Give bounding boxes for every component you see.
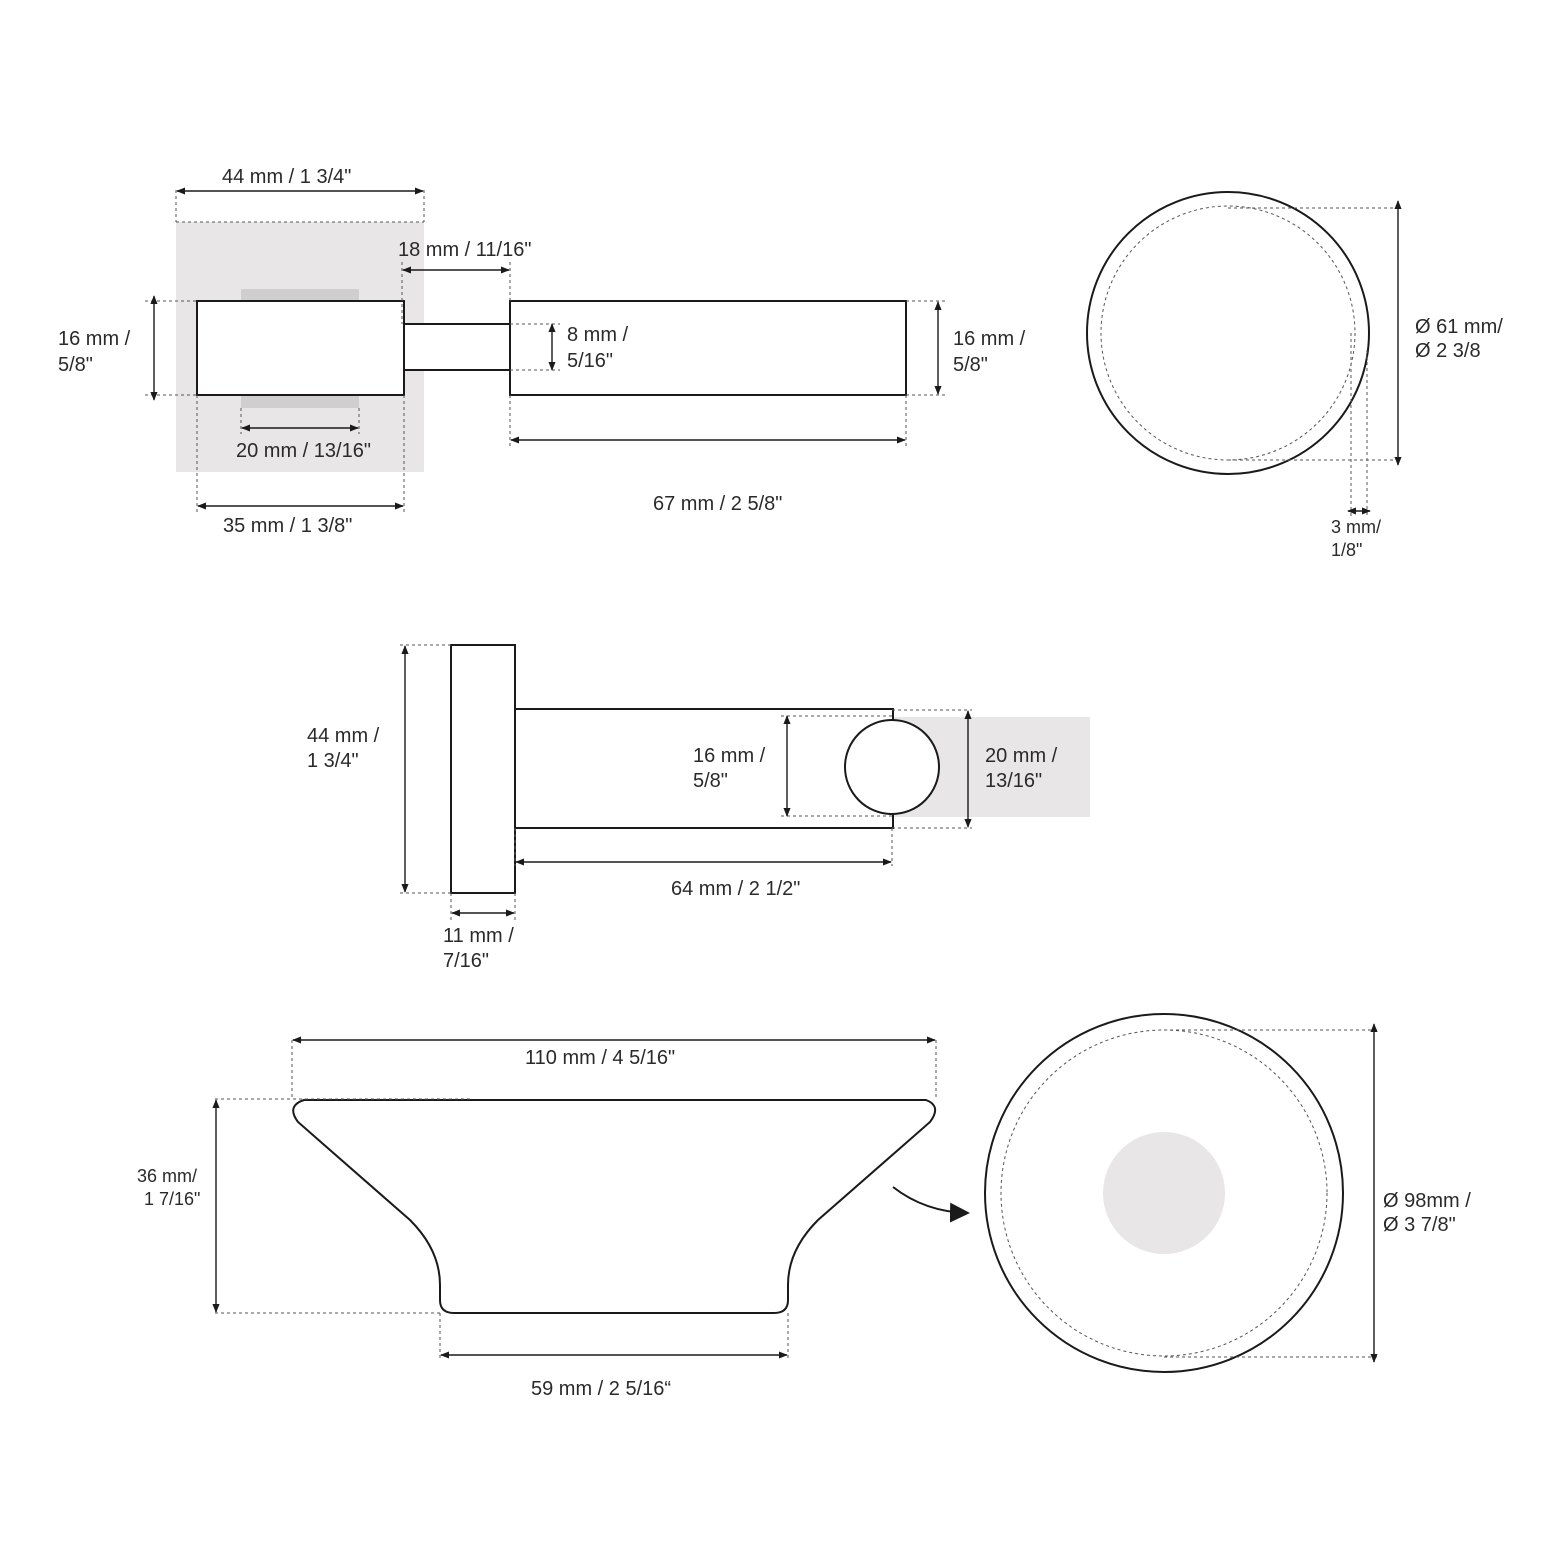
dim-label: 36 mm/ xyxy=(137,1166,197,1186)
arm-body xyxy=(509,300,907,396)
dish-top-view: Ø 98mm / Ø 3 7/8" xyxy=(984,1013,1471,1373)
dim-label: Ø 3 7/8" xyxy=(1383,1214,1456,1236)
outer-ring xyxy=(1086,191,1370,475)
dim-label: 16 mm / xyxy=(58,328,131,350)
connector-rod xyxy=(403,323,511,371)
mount-insert-top xyxy=(241,289,359,301)
dim-label: 35 mm / 1 3/8" xyxy=(223,515,352,537)
dim-label: 20 mm / 13/16" xyxy=(236,440,371,462)
dim-label: 110 mm / 4 5/16" xyxy=(525,1047,675,1069)
dim-label: 44 mm / xyxy=(307,725,380,747)
dim-label: 16 mm / xyxy=(953,328,1026,350)
dish-side-view: 110 mm / 4 5/16" 36 mm/ 1 7/16" 59 mm / … xyxy=(137,1036,970,1400)
top-view: 44 mm / 1 3/4" 18 mm / 11/16" 16 mm / 5/… xyxy=(58,166,1026,537)
dim-label: 5/8" xyxy=(953,354,988,376)
dim-label: Ø 2 3/8 xyxy=(1415,340,1481,362)
dim-label: 64 mm / 2 1/2" xyxy=(671,878,800,900)
dim-label: 8 mm / xyxy=(567,324,629,346)
wall-plate xyxy=(450,644,516,894)
arm xyxy=(514,708,894,829)
dim-label: 1 3/4" xyxy=(307,750,359,772)
dim-label: 1/8" xyxy=(1331,540,1362,560)
dim-label: 18 mm / 11/16" xyxy=(398,239,531,261)
arrow-to-top-view xyxy=(892,1186,970,1223)
dim-label: 5/16" xyxy=(567,350,613,372)
dim-label: 13/16" xyxy=(985,770,1042,792)
mount-insert-bottom xyxy=(241,395,359,408)
soap-dish-profile xyxy=(292,1099,937,1314)
dim-label: 16 mm / xyxy=(693,745,766,767)
end-view: Ø 61 mm/ Ø 2 3/8 3 mm/ 1/8" xyxy=(1086,191,1503,560)
inner-ring xyxy=(1100,205,1356,461)
dim-label: 5/8" xyxy=(693,770,728,792)
mount-body xyxy=(196,300,405,396)
dim-label: 5/8" xyxy=(58,354,93,376)
dish-center-disc xyxy=(1103,1132,1225,1254)
dim-label: Ø 98mm / xyxy=(1383,1190,1471,1212)
dim-label: 67 mm / 2 5/8" xyxy=(653,493,782,515)
dim-label: 44 mm / 1 3/4" xyxy=(222,166,351,188)
dish-outer-ring xyxy=(984,1013,1344,1373)
dim-label: Ø 61 mm/ xyxy=(1415,316,1503,338)
dim-label: 20 mm / xyxy=(985,745,1058,767)
dim-label: 7/16" xyxy=(443,950,489,972)
dim-label: 3 mm/ xyxy=(1331,517,1381,537)
side-view: 44 mm / 1 3/4" 16 mm / 5/8" 20 mm / 13/1… xyxy=(307,644,1090,972)
dim-label: 11 mm / xyxy=(443,925,514,947)
dim-label: 59 mm / 2 5/16“ xyxy=(531,1378,671,1400)
dim-label: 1 7/16" xyxy=(144,1189,200,1209)
holder-ring xyxy=(844,719,940,815)
dish-inner-ring xyxy=(1000,1029,1328,1357)
